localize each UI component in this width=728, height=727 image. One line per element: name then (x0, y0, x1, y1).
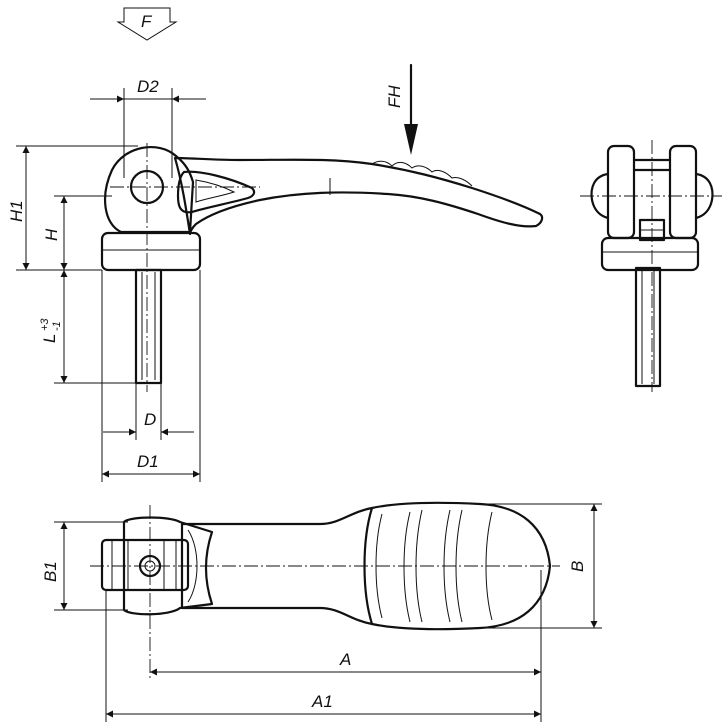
dim-h1: H1 (7, 145, 138, 271)
threaded-stud (134, 268, 163, 385)
label-b: B (568, 561, 587, 572)
label-l-upper-tol: +3 (39, 318, 51, 331)
label-l: L (40, 334, 59, 343)
top-cam-body (122, 516, 214, 616)
dim-h: H (42, 195, 112, 270)
force-arrow-f: F (116, 7, 178, 41)
label-d1: D1 (137, 452, 159, 471)
label-a1: A1 (311, 692, 333, 711)
label-d2: D2 (137, 77, 159, 96)
label-l-lower-tol: -1 (51, 321, 63, 331)
lever-window (176, 170, 256, 214)
label-h: H (42, 228, 61, 241)
front-stud (634, 266, 662, 388)
cam-head (104, 146, 195, 234)
label-h1: H1 (7, 200, 26, 222)
top-head-block (100, 538, 190, 592)
dim-d1: D1 (101, 270, 201, 482)
dim-b1: B1 (41, 521, 128, 611)
front-fork-left (606, 144, 636, 240)
label-a: A (339, 650, 351, 669)
dim-b: B (484, 503, 602, 629)
front-view (580, 140, 722, 392)
dim-d2: D2 (90, 77, 206, 178)
dim-l: L +3 -1 (39, 270, 136, 384)
top-view (90, 501, 560, 680)
label-f: F (141, 12, 153, 31)
handle-force-arrow-fh: FH (385, 63, 418, 155)
base-washer (100, 231, 202, 272)
dim-d: D (103, 383, 194, 440)
lever-arm (173, 156, 544, 236)
label-d: D (144, 410, 156, 429)
label-b1: B1 (41, 561, 60, 582)
side-view (100, 143, 544, 392)
dim-a: A (150, 570, 542, 722)
label-fh: FH (385, 85, 404, 108)
front-washer (600, 236, 700, 272)
dim-a1: A1 (105, 590, 541, 722)
front-fork-right (668, 144, 698, 240)
